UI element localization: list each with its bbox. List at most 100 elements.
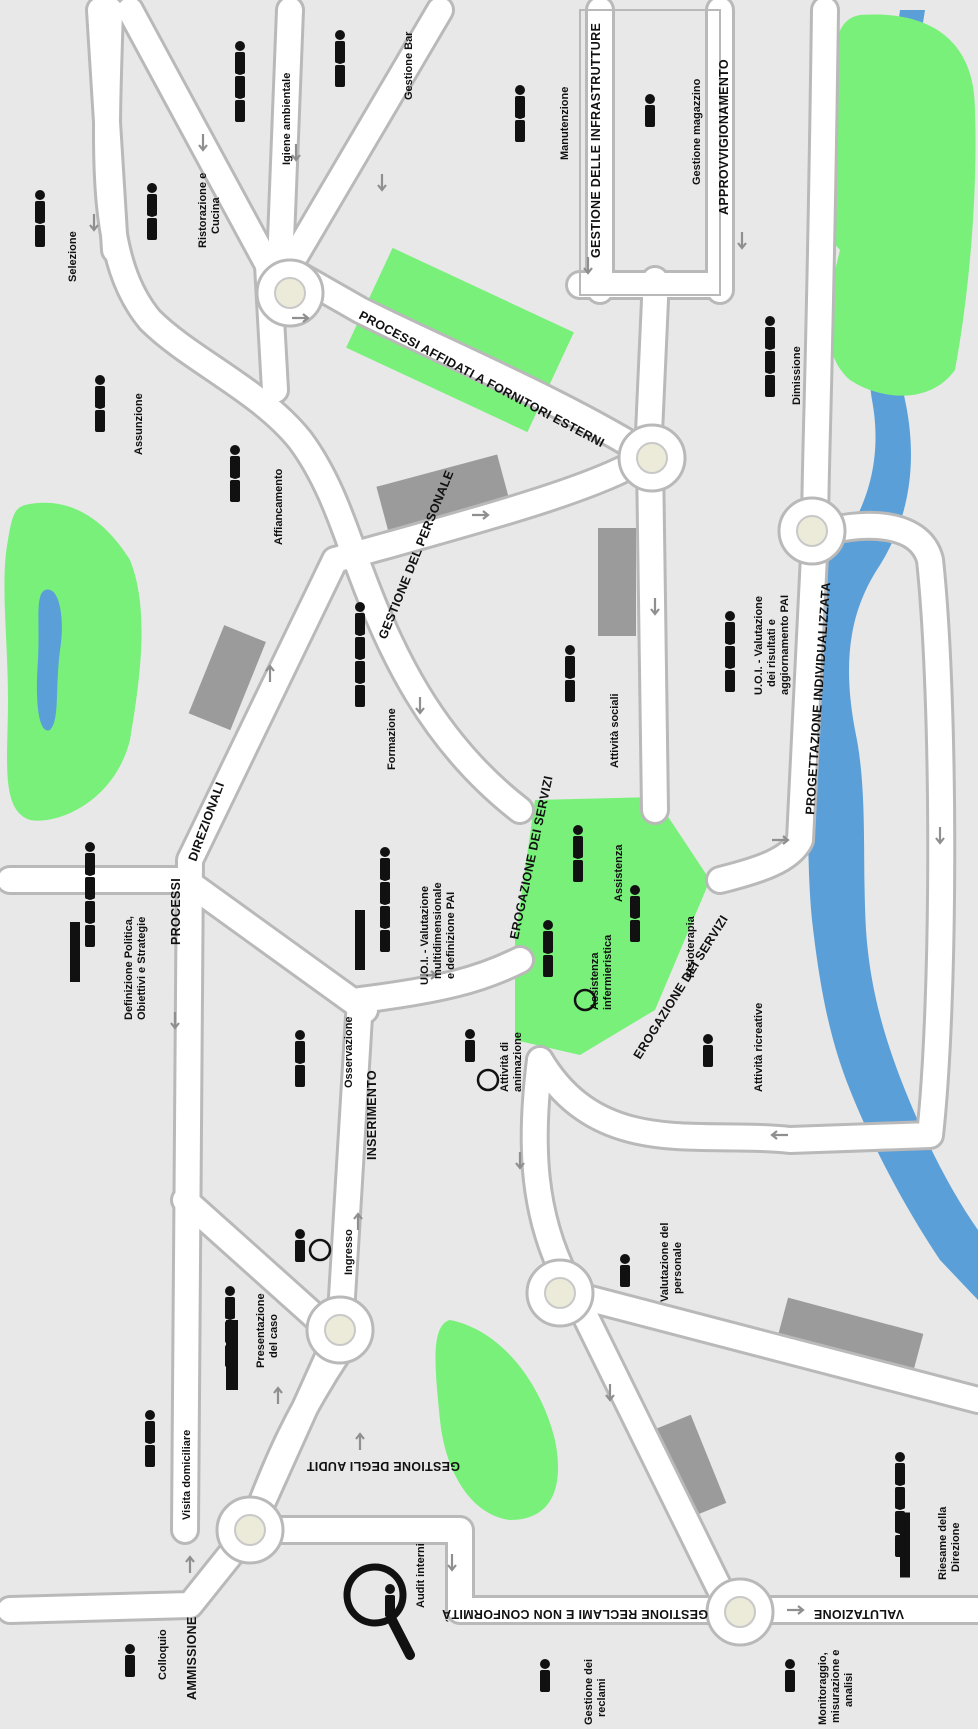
- person-pictogram-icon: [145, 1410, 155, 1467]
- person-pictogram-icon: [703, 1034, 713, 1067]
- label-osservazione: Osservazione: [343, 1016, 355, 1088]
- road: [173, 868, 377, 1022]
- flow-arrow-icon: [377, 174, 387, 192]
- park-bottom: [435, 1320, 558, 1520]
- flow-arrow-icon: [770, 1130, 788, 1140]
- label-reclami: Gestione dei reclami: [583, 1656, 608, 1725]
- person-pictogram-icon: [573, 825, 583, 882]
- person-pictogram-icon: [355, 602, 365, 707]
- roundabout-center: [274, 277, 306, 309]
- station-labels: Selezione Ristorazione e Cucina Igiene a…: [67, 31, 962, 1725]
- label-monitoraggio: Monitoraggio, misurazione e analisi: [817, 1647, 855, 1725]
- label-uoi-multidim: U.O.I. - Valutazione multidimensionale e…: [419, 879, 457, 985]
- road: [563, 1283, 978, 1412]
- label-bar: Gestione Bar: [403, 31, 415, 100]
- flow-arrow-icon: [605, 1384, 615, 1402]
- person-pictogram-icon: [85, 842, 95, 947]
- park-left: [4, 502, 142, 821]
- flow-arrow-icon: [415, 697, 425, 715]
- building: [376, 454, 509, 531]
- person-pictogram-icon: [147, 183, 157, 240]
- magnifier-icon: [343, 1563, 415, 1660]
- label-assistenza-inf: Assistenza infermieristica: [589, 934, 614, 1010]
- label-assistenza: Assistenza: [613, 844, 625, 902]
- wheelchair-icon: [476, 1068, 500, 1092]
- label-dimissione: Dimissione: [791, 346, 803, 405]
- label-attivita-sociali: Attività sociali: [609, 693, 621, 768]
- flow-arrow-icon: [292, 313, 310, 323]
- label-ricreative: Attività ricreative: [753, 1003, 765, 1092]
- person-pictogram-icon: [125, 1644, 135, 1677]
- flow-arrow-icon: [583, 257, 593, 275]
- flow-arrow-icon: [355, 1432, 365, 1450]
- label-manutenzione: Manutenzione: [559, 87, 571, 160]
- road: [88, 0, 127, 262]
- services-square: [515, 797, 710, 1055]
- label-valutazione-personale: Valutazione del personale: [659, 1219, 684, 1302]
- flow-arrow-icon: [420, 970, 438, 980]
- road-label-valutazione: VALUTAZIONE: [814, 1607, 904, 1621]
- roundabout-center: [544, 1277, 576, 1309]
- road-label-approvvigionamento: APPROVVIGIONAMENTO: [717, 59, 731, 215]
- table-icon: [355, 910, 365, 970]
- road-label-gestione-reclami: GESTIONE RECLAMI E NON CONFORMITÀ: [442, 1607, 708, 1622]
- flow-arrow-icon: [265, 664, 275, 682]
- person-pictogram-icon: [620, 1254, 630, 1287]
- label-uoi-risultati: U.O.I. - Valutazione dei risultati e agg…: [753, 593, 791, 695]
- person-pictogram-icon: [385, 1584, 395, 1617]
- road: [803, 0, 837, 547]
- flow-arrow-icon: [447, 1554, 457, 1572]
- label-assunzione: Assunzione: [133, 393, 145, 455]
- person-pictogram-icon: [515, 85, 525, 142]
- building: [648, 1414, 727, 1520]
- label-magazzino: Gestione magazzino: [691, 78, 703, 185]
- label-riesame: Riesame della Direzione: [937, 1504, 962, 1580]
- label-affiancamento: Affiancamento: [273, 468, 285, 545]
- person-pictogram-icon: [380, 847, 390, 952]
- table-icon: [900, 1512, 910, 1578]
- road: [708, 523, 827, 892]
- road: [173, 1188, 342, 1342]
- person-pictogram-icon: [725, 611, 735, 692]
- label-fisioterapia: Fisioterapia: [685, 915, 697, 978]
- flow-arrow-icon: [89, 214, 99, 232]
- label-audit-interni: Audit interni: [415, 1543, 427, 1608]
- wheelchair-icon: [573, 988, 597, 1012]
- label-presentazione: Presentazione del caso: [255, 1290, 280, 1368]
- river: [796, 10, 978, 1300]
- road: [268, 0, 302, 277]
- road: [238, 1518, 742, 1622]
- building: [188, 625, 266, 731]
- road: [638, 448, 667, 822]
- park-top-right: [820, 14, 976, 396]
- roundabout-center: [724, 1596, 756, 1628]
- roundabout-center: [234, 1514, 266, 1546]
- road: [528, 513, 954, 1152]
- flow-arrow-icon: [935, 827, 945, 845]
- flow-arrow-icon: [772, 835, 790, 845]
- road-label-ammissione: AMMISSIONE: [185, 1616, 199, 1700]
- person-pictogram-icon: [543, 920, 553, 977]
- road: [238, 948, 532, 1542]
- road: [278, 258, 660, 467]
- road: [173, 548, 347, 1542]
- flow-arrow-icon: [472, 510, 490, 520]
- wheelchair-icon: [308, 1238, 332, 1262]
- person-pictogram-icon: [465, 1029, 475, 1062]
- road-label-infrastrutture: GESTIONE DELLE INFRASTRUTTURE: [589, 23, 603, 258]
- flow-arrow-icon: [291, 144, 301, 162]
- flow-arrow-icon: [353, 1212, 363, 1230]
- person-pictogram-icon: [95, 375, 105, 432]
- person-pictogram-icon: [295, 1229, 305, 1262]
- label-colloquio: Colloquio: [157, 1629, 169, 1680]
- roundabout-center: [796, 515, 828, 547]
- label-ristorazione: Ristorazione e Cucina: [197, 170, 222, 248]
- flow-arrow-icon: [650, 598, 660, 616]
- person-pictogram-icon: [765, 316, 775, 397]
- person-pictogram-icon: [630, 885, 640, 942]
- person-pictogram-icon: [540, 1659, 550, 1692]
- road-label-gestione-audit: GESTIONE DEGLI AUDIT: [306, 1459, 460, 1473]
- person-pictogram-icon: [785, 1659, 795, 1692]
- person-pictogram-icon: [565, 645, 575, 702]
